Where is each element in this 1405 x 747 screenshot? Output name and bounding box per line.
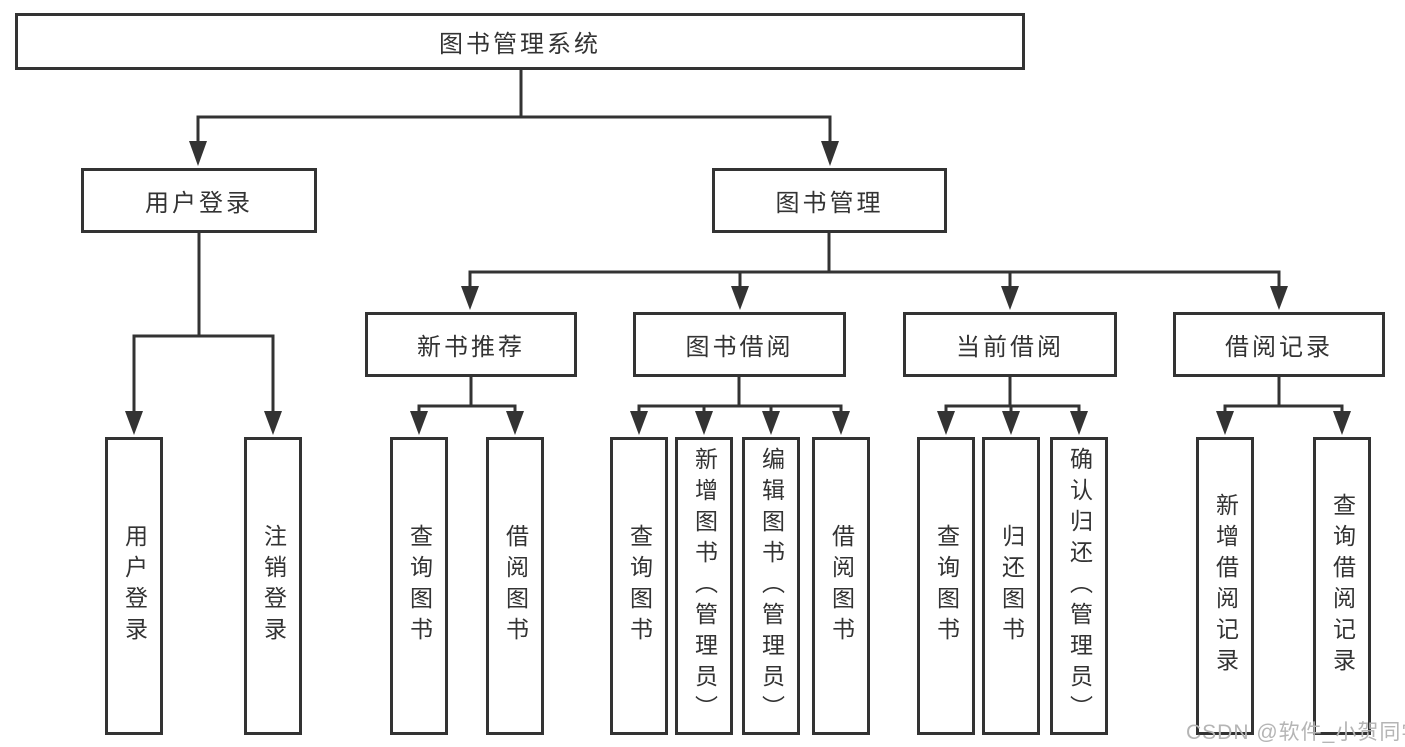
leaf-edit-book-admin: 编辑图书（管理员） bbox=[742, 437, 800, 735]
connector-user-login-to-leaves bbox=[125, 233, 282, 435]
leaf-return-book: 归还图书 bbox=[982, 437, 1040, 735]
leaf-user-login: 用户登录 bbox=[105, 437, 163, 735]
connector-current-borrow-to-leaves bbox=[937, 377, 1088, 435]
connector-book-management-to-level3 bbox=[461, 233, 1288, 310]
leaf-confirm-return-admin: 确认归还（管理员） bbox=[1050, 437, 1108, 735]
node-book-management: 图书管理 bbox=[712, 168, 947, 233]
node-current-borrow: 当前借阅 bbox=[903, 312, 1117, 377]
node-label: 图书管理系统 bbox=[439, 31, 601, 58]
node-new-book-recommend: 新书推荐 bbox=[365, 312, 577, 377]
leaf-borrow-books-recommend: 借阅图书 bbox=[486, 437, 544, 735]
node-user-login: 用户登录 bbox=[81, 168, 317, 233]
leaf-query-books-borrow: 查询图书 bbox=[610, 437, 668, 735]
node-label: 图书管理 bbox=[775, 190, 884, 217]
node-book-borrow: 图书借阅 bbox=[633, 312, 846, 377]
leaf-label: 新增借阅记录 bbox=[1212, 493, 1239, 679]
leaf-label: 注销登录 bbox=[260, 524, 287, 648]
leaf-label: 归还图书 bbox=[998, 524, 1025, 648]
leaf-label: 编辑图书（管理员） bbox=[758, 446, 785, 726]
leaf-query-books-current: 查询图书 bbox=[917, 437, 975, 735]
leaf-label: 新增图书（管理员） bbox=[691, 446, 718, 726]
node-label: 用户登录 bbox=[145, 190, 253, 217]
connector-borrow-records-to-leaves bbox=[1216, 377, 1351, 435]
connector-root-to-level2 bbox=[189, 70, 839, 166]
leaf-label: 查询图书 bbox=[406, 524, 433, 648]
leaf-label: 用户登录 bbox=[121, 524, 148, 648]
leaf-query-books-recommend: 查询图书 bbox=[390, 437, 448, 735]
connector-new-book-recommend-to-leaves bbox=[410, 377, 524, 435]
leaf-borrow-books: 借阅图书 bbox=[812, 437, 870, 735]
node-borrow-records: 借阅记录 bbox=[1173, 312, 1385, 377]
leaf-label: 查询图书 bbox=[933, 524, 960, 648]
leaf-label: 借阅图书 bbox=[828, 524, 855, 648]
node-library-management-system: 图书管理系统 bbox=[15, 13, 1025, 70]
leaf-add-borrow-record: 新增借阅记录 bbox=[1196, 437, 1254, 735]
leaf-label: 借阅图书 bbox=[502, 524, 529, 648]
leaf-label: 确认归还（管理员） bbox=[1066, 446, 1093, 726]
leaf-label: 查询图书 bbox=[626, 524, 653, 648]
node-label: 图书借阅 bbox=[685, 334, 794, 361]
node-label: 新书推荐 bbox=[417, 334, 525, 361]
connector-book-borrow-to-leaves bbox=[630, 377, 850, 435]
leaf-label: 查询借阅记录 bbox=[1329, 493, 1356, 679]
leaf-add-book-admin: 新增图书（管理员） bbox=[675, 437, 733, 735]
leaf-query-borrow-record: 查询借阅记录 bbox=[1313, 437, 1371, 735]
node-label: 当前借阅 bbox=[956, 334, 1064, 361]
leaf-logout: 注销登录 bbox=[244, 437, 302, 735]
csdn-watermark: CSDN @软件_小贺同学 bbox=[1186, 721, 1405, 744]
node-label: 借阅记录 bbox=[1225, 334, 1333, 361]
